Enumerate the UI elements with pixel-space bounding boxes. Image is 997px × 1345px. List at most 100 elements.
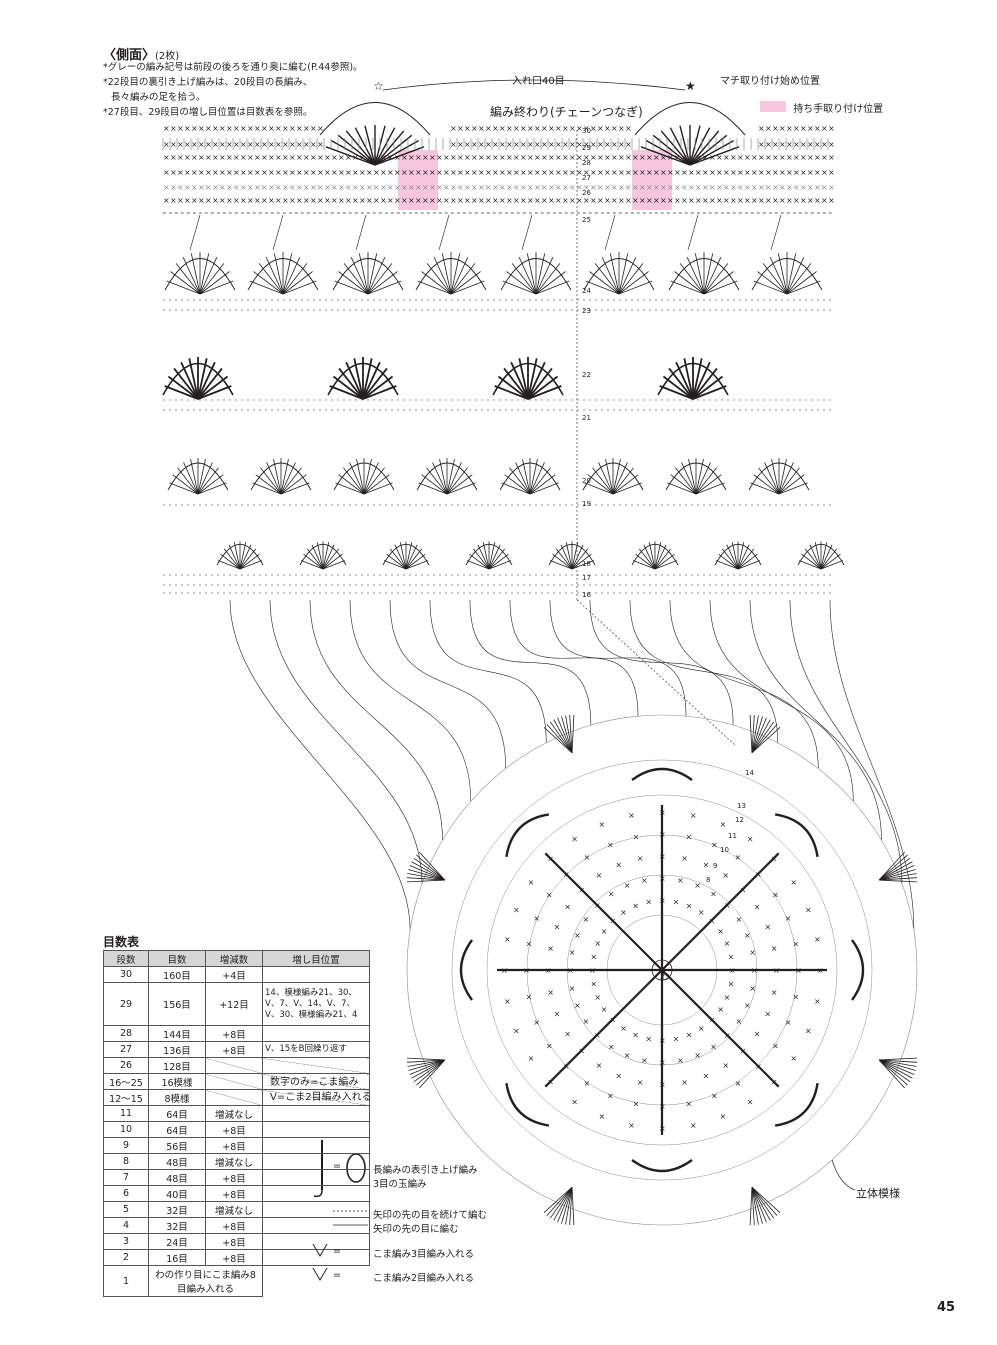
sc-mark: ×: [436, 183, 443, 192]
sc-mark: ×: [708, 1015, 715, 1024]
sc-mark: ×: [744, 153, 751, 162]
popcorn-cluster: [631, 767, 693, 781]
sc-mark: ×: [688, 153, 695, 162]
sc-mark: ×: [703, 1071, 710, 1080]
opening-arc: [634, 102, 746, 136]
petal-stitch: [407, 873, 445, 881]
sc-mark: ×: [555, 168, 562, 177]
sc-mark: ×: [597, 168, 604, 177]
legend-eq-1: =: [333, 1246, 341, 1257]
sc-mark: ×: [296, 140, 303, 149]
fan-stitch: [571, 560, 595, 570]
sc-mark: ×: [338, 183, 345, 192]
legend-dotted-arrow: 矢印の先の目を続けて編む: [373, 1210, 488, 1221]
fan-stitch: [804, 548, 822, 570]
petal-stitch: [751, 719, 771, 754]
fan-stitch: [497, 375, 529, 400]
sc-mark: ×: [324, 183, 331, 192]
sc-mark: ×: [555, 124, 562, 133]
fan-stitch: [399, 542, 407, 570]
sc-mark: ×: [821, 168, 828, 177]
sc-mark: ×: [569, 948, 576, 957]
petal-stitch: [406, 1057, 445, 1061]
sc-mark: ×: [562, 196, 569, 205]
fan-stitch: [612, 467, 634, 495]
table-header-row: 段数 目数 増減数 増し目位置: [103, 950, 370, 967]
sc-mark: ×: [645, 897, 652, 906]
sc-mark: ×: [800, 140, 807, 149]
sc-mark: ×: [254, 153, 261, 162]
petal-stitch: [416, 1059, 446, 1086]
sc-mark: ×: [590, 140, 597, 149]
fan-stitch: [668, 367, 694, 400]
col-change: 増減数: [205, 950, 263, 967]
fan-stitch: [786, 253, 797, 295]
sc-mark: ×: [646, 183, 653, 192]
cell-count: 128目: [148, 1057, 206, 1074]
sc-mark: ×: [667, 196, 674, 205]
sc-mark: ×: [170, 140, 177, 149]
cell-count: 144目: [148, 1025, 206, 1042]
sc-mark: ×: [233, 140, 240, 149]
fan-stitch: [405, 544, 418, 570]
fan-stitch: [654, 542, 662, 570]
cell-position: [262, 966, 370, 983]
petal-stitch: [751, 1187, 755, 1226]
sc-mark: ×: [303, 168, 310, 177]
sc-mark: ×: [198, 196, 205, 205]
petal-stitch: [751, 721, 775, 754]
cell-count: 16目: [148, 1249, 206, 1266]
sc-mark: ×: [607, 1092, 614, 1101]
sc-mark: ×: [331, 183, 338, 192]
sc-mark: ×: [555, 140, 562, 149]
sc-mark: ×: [583, 140, 590, 149]
sc-mark: ×: [450, 140, 457, 149]
sc-mark: ×: [821, 140, 828, 149]
sc-mark: ×: [317, 140, 324, 149]
fan-stitch: [450, 257, 469, 295]
sc-mark: ×: [744, 931, 751, 940]
sc-mark: ×: [717, 927, 724, 936]
fan-stitch: [801, 553, 822, 570]
petal-stitch: [569, 1187, 573, 1226]
sc-mark: ×: [240, 183, 247, 192]
sc-mark: ×: [814, 153, 821, 162]
fan-stitch: [199, 253, 210, 295]
sc-mark: ×: [828, 196, 835, 205]
side-panel-title: 〈側面〉: [103, 48, 156, 63]
sc-mark: ×: [660, 183, 667, 192]
fan-stitch: [692, 385, 727, 400]
fan-stitch: [488, 548, 506, 570]
sc-mark: ×: [233, 168, 240, 177]
fan-stitch: [771, 459, 780, 495]
legend-sc3inc: こま編み3目編み入れる: [373, 1249, 475, 1260]
sc-mark: ×: [740, 885, 747, 894]
fan-stitch: [527, 361, 546, 400]
gusset-start-label: マチ取り付け始め位置: [720, 76, 820, 87]
sc-mark: ×: [717, 1005, 724, 1014]
link-line: [521, 214, 533, 251]
sc-mark: ×: [310, 196, 317, 205]
sc-mark: ×: [667, 168, 674, 177]
petal-stitch: [557, 717, 573, 754]
fan-stitch: [266, 462, 282, 495]
fan-stitch: [426, 263, 452, 295]
ring-number: 10: [720, 846, 729, 854]
cell-count: 56目: [148, 1137, 206, 1154]
petal-stitch: [419, 851, 446, 881]
sc-mark: ×: [765, 140, 772, 149]
sc-mark: ×: [814, 140, 821, 149]
cell-row: 10: [103, 1121, 149, 1138]
sc-mark: ×: [632, 1099, 639, 1108]
sc-mark: ×: [226, 153, 233, 162]
fan-stitch: [363, 459, 372, 495]
cell-change: +8目: [205, 1185, 263, 1202]
sc-mark: ×: [653, 196, 660, 205]
sc-mark: ×: [471, 153, 478, 162]
sc-mark: ×: [387, 168, 394, 177]
sc-mark: ×: [695, 183, 702, 192]
fan-stitch: [172, 474, 199, 495]
